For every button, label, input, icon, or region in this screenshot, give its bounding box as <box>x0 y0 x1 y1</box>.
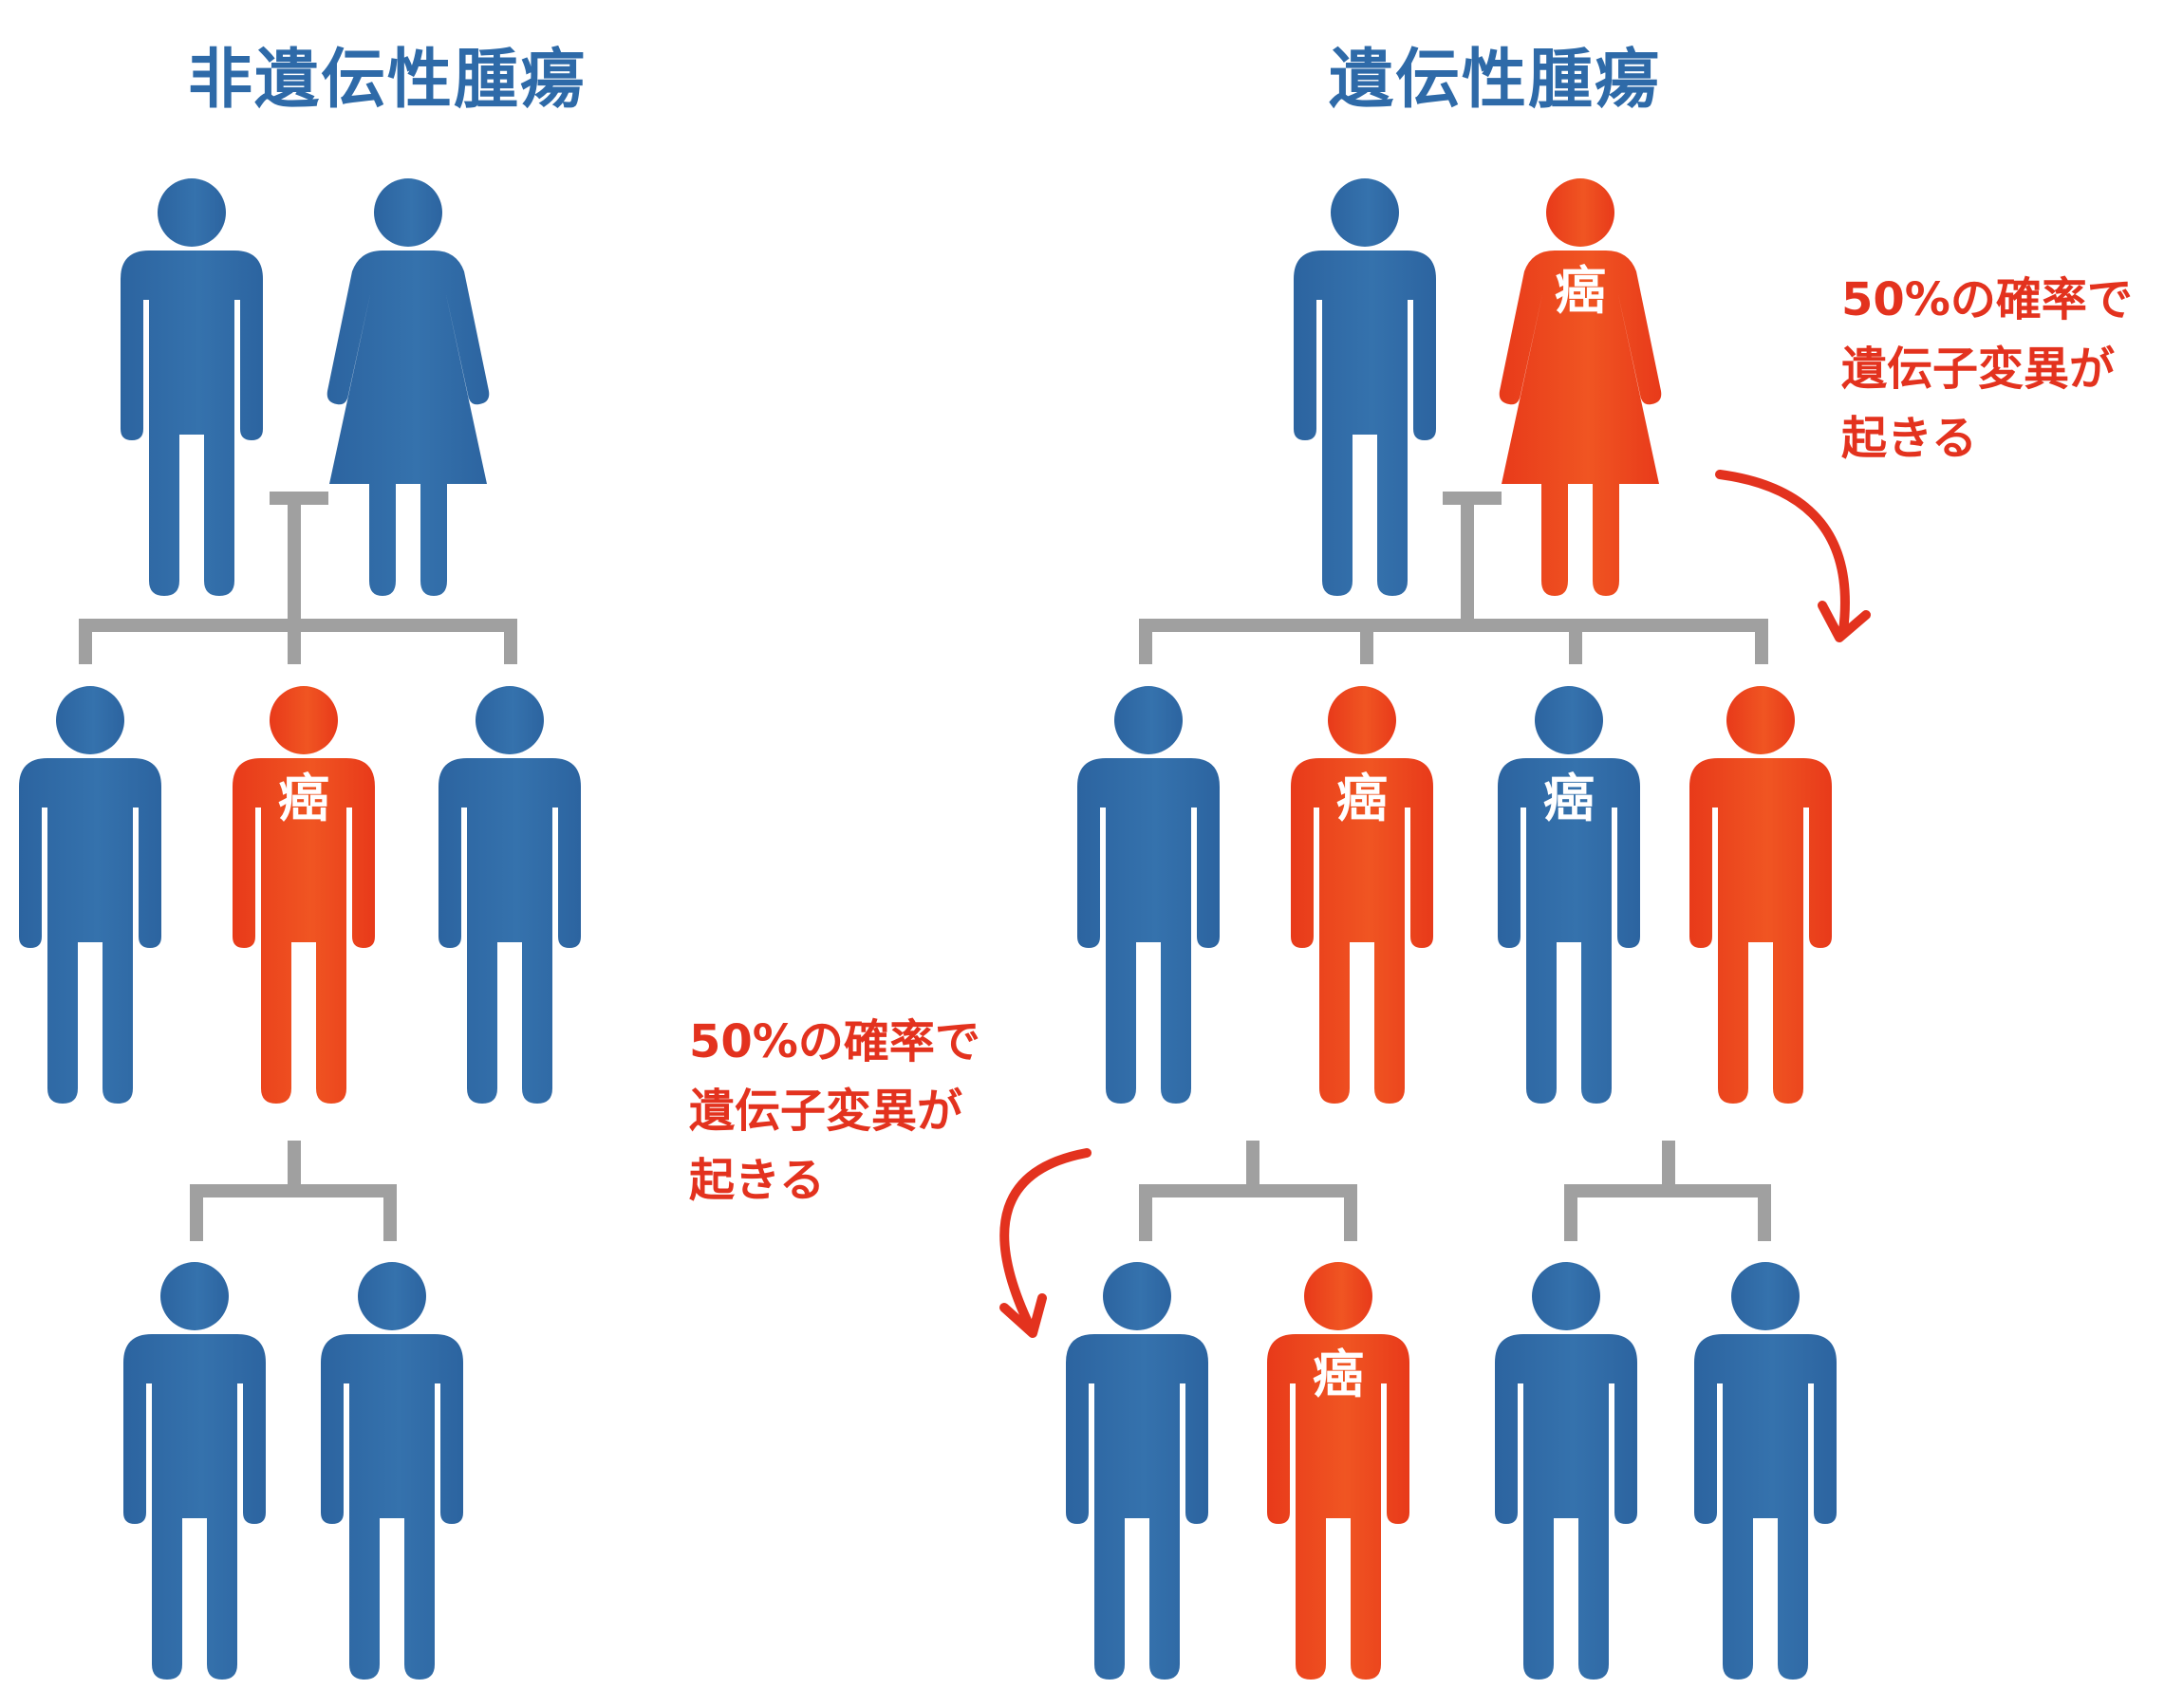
connector-right-grandchildren-b <box>1564 1141 1771 1241</box>
note-line: 遺伝子変異が <box>1841 343 2116 396</box>
right-grandchild-2: 癌 <box>1258 1262 1419 1680</box>
connector-right-grandchildren-a <box>1139 1141 1357 1241</box>
cancer-label: 癌 <box>278 769 329 828</box>
cancer-label: 癌 <box>1543 769 1595 828</box>
male-person-icon <box>1291 686 1433 1104</box>
male-person-icon <box>1294 178 1436 596</box>
right-child-4 <box>1680 686 1841 1104</box>
right-grandchild-3 <box>1485 1262 1647 1680</box>
right-grandchild-4 <box>1685 1262 1846 1680</box>
left-child-2: 癌 <box>223 686 384 1104</box>
note-line: 50%の確率で <box>1841 273 2133 326</box>
right-child-2: 癌 <box>1281 686 1443 1104</box>
left-child-3 <box>429 686 590 1104</box>
male-person-icon <box>19 686 161 1104</box>
right-mother: 癌 <box>1499 178 1662 596</box>
male-person-icon <box>1066 1262 1208 1680</box>
curved-arrow-icon <box>999 1148 1092 1338</box>
connector-left-grandchildren <box>190 1141 397 1241</box>
right-grandchild-1 <box>1056 1262 1218 1680</box>
right-child-1 <box>1068 686 1229 1104</box>
male-person-icon <box>1694 1262 1837 1680</box>
note-line: 起きる <box>689 1154 826 1207</box>
left-father <box>111 178 272 596</box>
male-person-icon <box>1267 1262 1409 1680</box>
note-line: 起きる <box>1841 412 1978 465</box>
left-child-1 <box>9 686 171 1104</box>
cancer-label: 癌 <box>1555 261 1606 321</box>
right-child-3: 癌 <box>1488 686 1650 1104</box>
left-mother <box>327 178 490 596</box>
heading-hereditary-tumor: 遺伝性腫瘍 <box>1329 43 1662 118</box>
male-person-icon <box>1498 686 1640 1104</box>
connector-right-children <box>1139 619 1768 664</box>
heading-non-hereditary-tumor: 非遺伝性腫瘍 <box>188 43 588 118</box>
male-person-icon <box>121 178 263 596</box>
note-probability-middle: 50%の確率で 遺伝子変異が 起きる <box>689 1008 980 1216</box>
note-line: 遺伝子変異が <box>689 1085 963 1138</box>
connector-left-children <box>79 619 517 664</box>
curved-arrow-icon <box>1715 470 1871 642</box>
note-line: 50%の確率で <box>689 1015 980 1068</box>
cancer-label: 癌 <box>1313 1345 1364 1404</box>
connector-right-parents <box>1443 492 1502 626</box>
female-person-icon <box>1499 178 1662 596</box>
male-person-icon <box>123 1262 266 1680</box>
male-person-icon <box>1077 686 1220 1104</box>
left-grandchild-2 <box>311 1262 473 1680</box>
male-person-icon <box>321 1262 463 1680</box>
right-father <box>1284 178 1446 596</box>
note-probability-top: 50%の確率で 遺伝子変異が 起きる <box>1841 266 2133 473</box>
female-person-icon <box>327 178 490 596</box>
cancer-label: 癌 <box>1336 769 1388 828</box>
male-person-icon <box>1689 686 1832 1104</box>
male-person-icon <box>438 686 581 1104</box>
left-grandchild-1 <box>114 1262 275 1680</box>
male-person-icon <box>1495 1262 1637 1680</box>
male-person-icon <box>233 686 375 1104</box>
